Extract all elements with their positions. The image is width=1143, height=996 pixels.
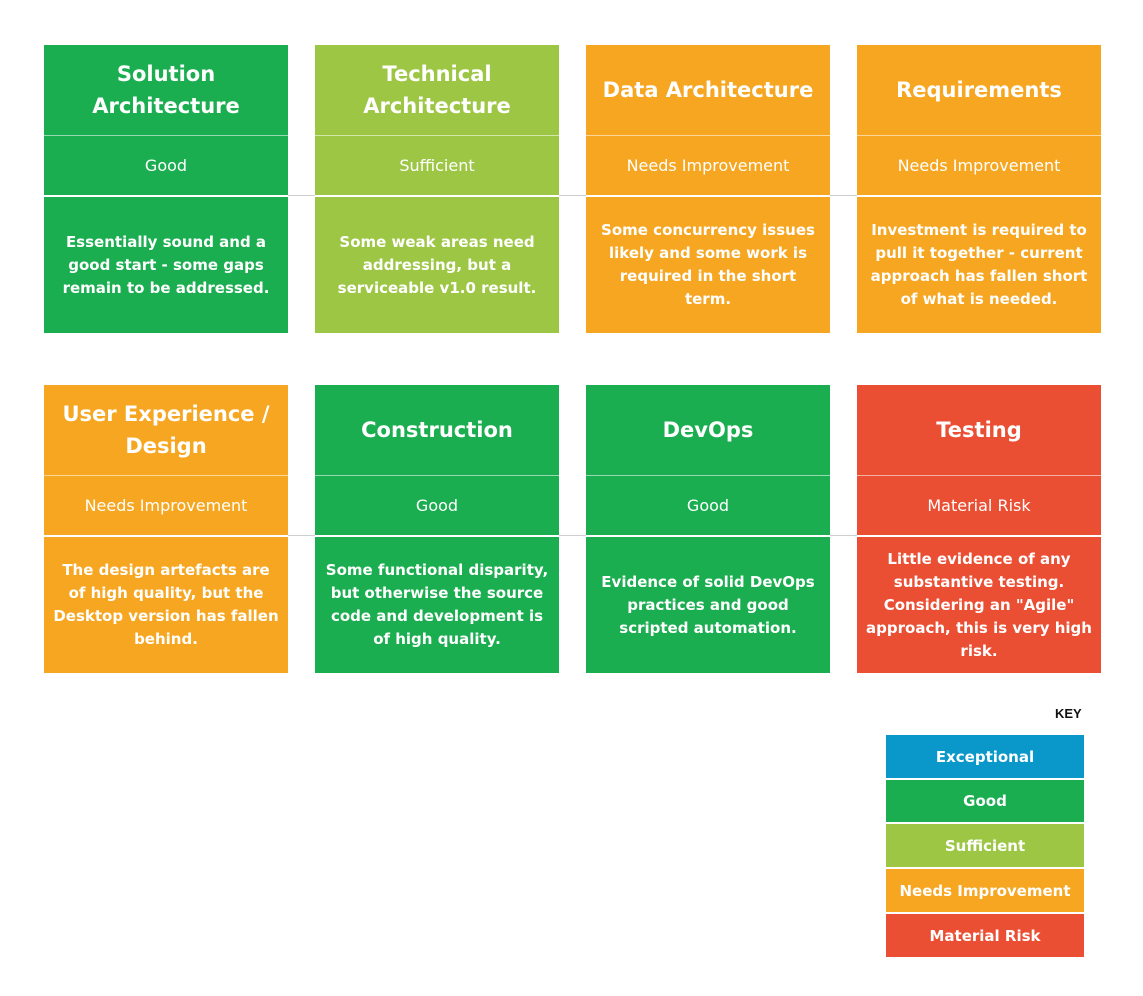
card-description: The design artefacts are of high quality… xyxy=(44,535,288,673)
key-legend: Exceptional Good Sufficient Needs Improv… xyxy=(886,735,1084,957)
card-rating: Needs Improvement xyxy=(586,135,830,195)
key-item-material-risk: Material Risk xyxy=(886,914,1084,957)
card-rating: Good xyxy=(44,135,288,195)
card-description: Little evidence of any substantive testi… xyxy=(857,535,1101,673)
card-description: Essentially sound and a good start - som… xyxy=(44,195,288,333)
card-solution-architecture: Solution Architecture Good Essentially s… xyxy=(44,45,288,333)
card-technical-architecture: Technical Architecture Sufficient Some w… xyxy=(315,45,559,333)
card-rating: Material Risk xyxy=(857,475,1101,535)
key-item-exceptional: Exceptional xyxy=(886,735,1084,780)
card-title: User Experience / Design xyxy=(62,402,270,458)
row-2-divider xyxy=(44,535,1101,536)
key-item-sufficient: Sufficient xyxy=(886,824,1084,869)
card-title: DevOps xyxy=(662,418,754,442)
key-title: KEY xyxy=(1055,706,1082,721)
card-rating: Needs Improvement xyxy=(44,475,288,535)
card-title: Data Architecture xyxy=(602,78,814,102)
card-rating: Sufficient xyxy=(315,135,559,195)
key-item-good: Good xyxy=(886,780,1084,824)
card-description: Some functional disparity, but otherwise… xyxy=(315,535,559,673)
card-description: Investment is required to pull it togeth… xyxy=(857,195,1101,333)
card-title: Requirements xyxy=(896,78,1062,102)
card-rating: Needs Improvement xyxy=(857,135,1101,195)
card-title: Technical Architecture xyxy=(363,62,511,118)
card-data-architecture: Data Architecture Needs Improvement Some… xyxy=(586,45,830,333)
card-construction: Construction Good Some functional dispar… xyxy=(315,385,559,673)
card-title: Construction xyxy=(361,418,513,442)
card-testing: Testing Material Risk Little evidence of… xyxy=(857,385,1101,673)
card-rating: Good xyxy=(315,475,559,535)
card-description: Some concurrency issues likely and some … xyxy=(586,195,830,333)
row-1-divider xyxy=(44,195,1101,196)
card-title: Testing xyxy=(936,418,1022,442)
card-description: Evidence of solid DevOps practices and g… xyxy=(586,535,830,673)
card-devops: DevOps Good Evidence of solid DevOps pra… xyxy=(586,385,830,673)
card-user-experience-design: User Experience / Design Needs Improveme… xyxy=(44,385,288,673)
card-description: Some weak areas need addressing, but a s… xyxy=(315,195,559,333)
key-item-needs-improvement: Needs Improvement xyxy=(886,869,1084,914)
card-requirements: Requirements Needs Improvement Investmen… xyxy=(857,45,1101,333)
card-title: Solution Architecture xyxy=(92,62,240,118)
card-rating: Good xyxy=(586,475,830,535)
